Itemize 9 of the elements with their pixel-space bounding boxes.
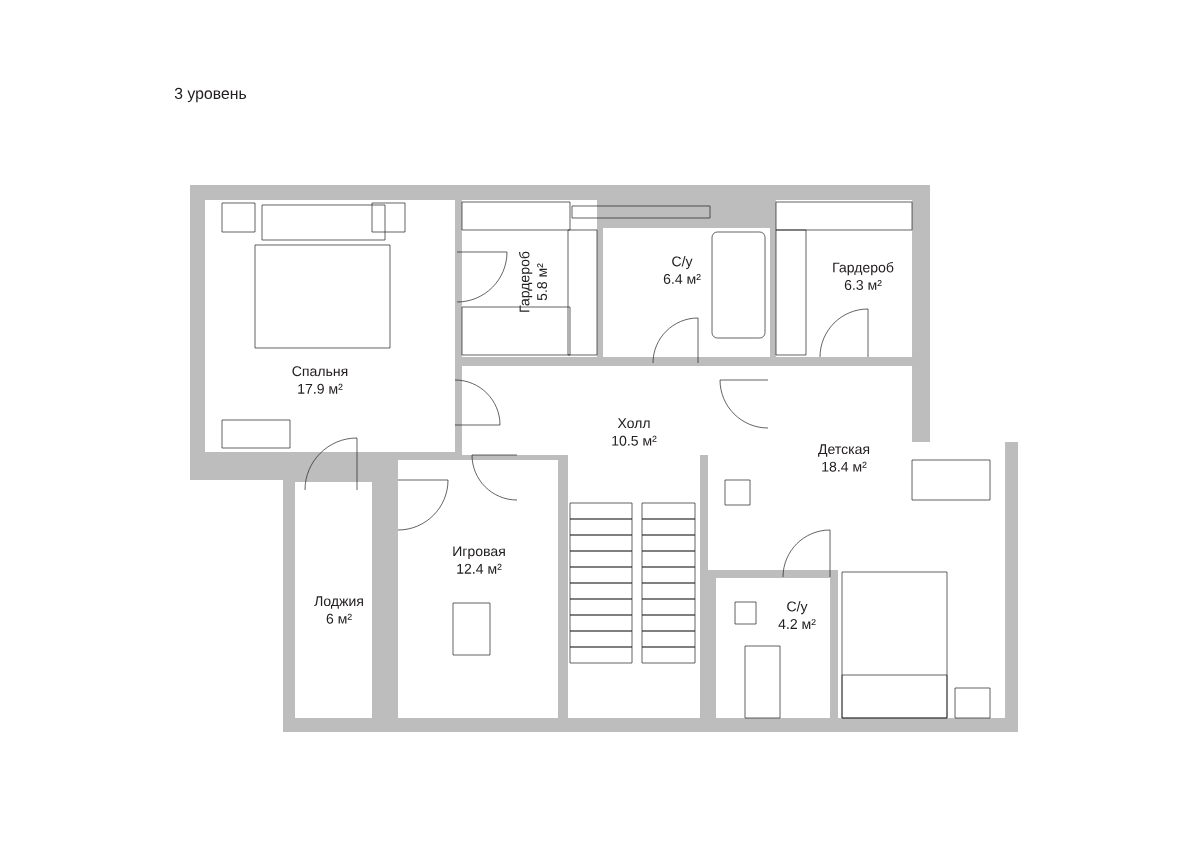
- title: 3 уровень: [174, 87, 247, 103]
- room: Спальня 17.9 м²: [205, 200, 455, 452]
- node-label: 10.5 м²: [612, 435, 657, 446]
- room: Игровая 12.4 м²: [398, 460, 558, 718]
- room: Гардероб 6.3 м²: [776, 200, 912, 357]
- node-label: Холл: [617, 418, 650, 429]
- room: Гардероб 5.8 м²: [462, 200, 597, 357]
- room: Лоджия 6 м²: [295, 482, 372, 718]
- room: С/у 6.4 м²: [603, 228, 770, 357]
